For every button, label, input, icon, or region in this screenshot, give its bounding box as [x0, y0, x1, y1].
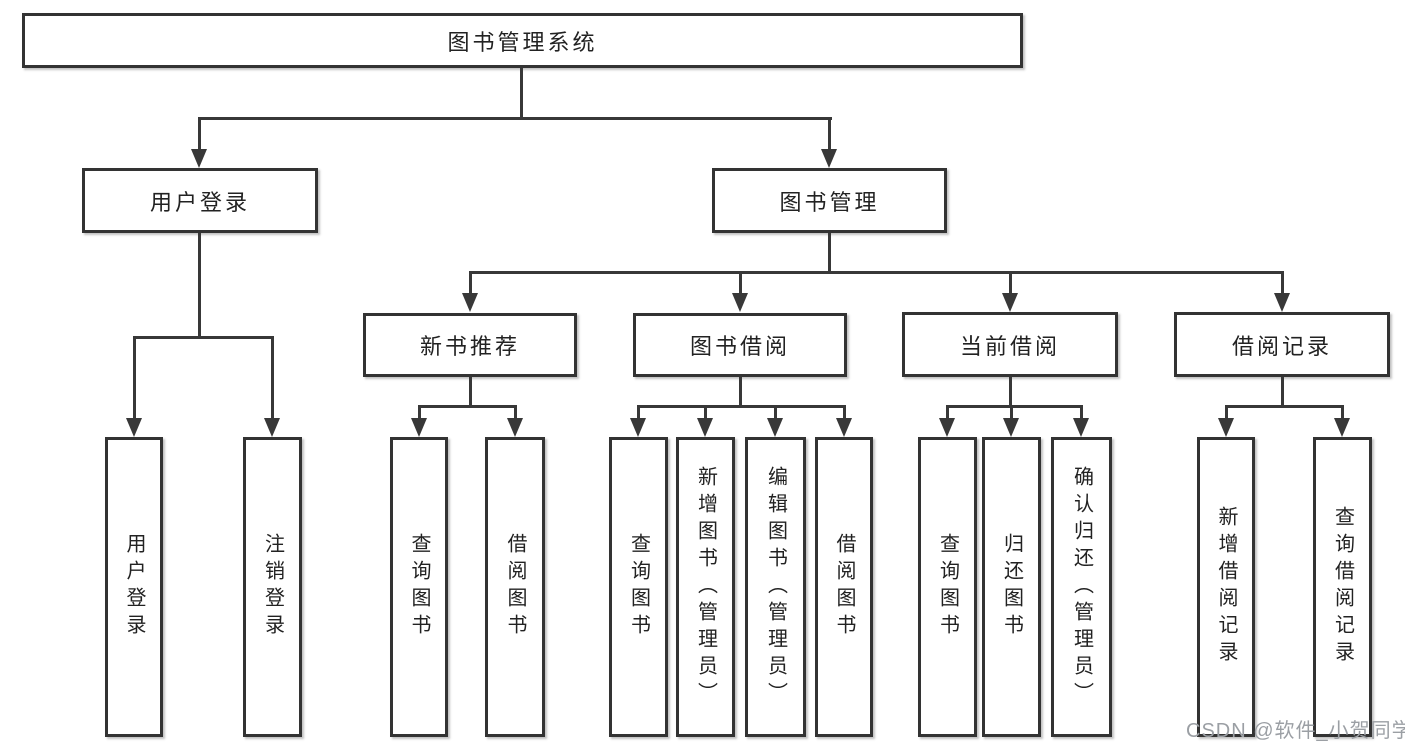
connector-line [469, 271, 472, 296]
node-label: 新增借阅记录 [1215, 506, 1237, 668]
connector-line [843, 405, 846, 421]
arrow-down-icon [732, 293, 748, 312]
node-label: 查询图书 [627, 533, 650, 641]
leaf-edit-book-admin: 编辑图书（管理员） [745, 437, 806, 737]
node-new-book-recommend: 新书推荐 [363, 313, 577, 377]
connector-line [704, 405, 707, 421]
arrow-down-icon [939, 418, 955, 437]
connector-line [1225, 405, 1228, 421]
arrow-down-icon [836, 418, 852, 437]
arrow-down-icon [1073, 418, 1089, 437]
arrow-down-icon [630, 418, 646, 437]
connector-line [198, 117, 201, 152]
arrow-down-icon [1274, 293, 1290, 312]
connector-line [133, 336, 136, 421]
connector-line [1009, 271, 1012, 296]
connector-line [1341, 405, 1344, 421]
connector-line [946, 405, 1083, 408]
connector-line [271, 336, 274, 421]
connector-line [739, 271, 742, 296]
node-label: 借阅图书 [833, 533, 855, 641]
arrow-down-icon [1334, 418, 1350, 437]
connector-line [520, 68, 523, 119]
node-label: 当前借阅 [959, 333, 1060, 359]
leaf-query-books-recommend: 查询图书 [390, 437, 448, 737]
leaf-user-login: 用户登录 [105, 437, 163, 737]
node-label: 用户登录 [149, 189, 250, 215]
arrow-down-icon [1002, 293, 1018, 312]
leaf-confirm-return-admin: 确认归还（管理员） [1051, 437, 1112, 737]
connector-line [418, 405, 517, 408]
node-label: 借阅记录 [1231, 333, 1332, 359]
node-label: 查询借阅记录 [1331, 506, 1354, 668]
node-label: 图书借阅 [689, 334, 790, 359]
connector-line [418, 405, 421, 421]
arrow-down-icon [1003, 418, 1019, 437]
connector-line [739, 377, 742, 408]
connector-line [133, 336, 274, 339]
arrow-down-icon [1218, 418, 1234, 437]
connector-line [469, 377, 472, 408]
leaf-query-books-borrowing: 查询图书 [609, 437, 668, 737]
connector-line [198, 233, 201, 339]
leaf-borrow-books-recommend: 借阅图书 [485, 437, 545, 737]
node-label: 确认归还（管理员） [1070, 465, 1093, 709]
arrow-down-icon [507, 418, 523, 437]
connector-line [1009, 377, 1012, 408]
node-library-management-system: 图书管理系统 [22, 13, 1023, 68]
connector-line [946, 405, 949, 421]
arrow-down-icon [767, 418, 783, 437]
connector-line [1281, 271, 1284, 296]
connector-line [637, 405, 640, 421]
node-label: 编辑图书（管理员） [764, 465, 787, 709]
node-label: 查询图书 [408, 533, 430, 641]
connector-line [1080, 405, 1083, 421]
node-label: 图书管理系统 [447, 29, 598, 55]
node-book-management: 图书管理 [712, 168, 947, 233]
node-current-borrowing: 当前借阅 [902, 312, 1118, 377]
arrow-down-icon [462, 293, 478, 312]
connector-line [637, 405, 846, 408]
arrow-down-icon [697, 418, 713, 437]
node-label: 归还图书 [1000, 533, 1023, 641]
leaf-add-book-admin: 新增图书（管理员） [676, 437, 735, 737]
arrow-down-icon [191, 149, 207, 168]
node-label: 注销登录 [261, 533, 284, 641]
node-label: 新书推荐 [419, 334, 520, 359]
connector-line [828, 117, 831, 152]
node-label: 用户登录 [123, 533, 145, 641]
connector-line [469, 271, 1283, 274]
connector-line [1010, 405, 1013, 421]
leaf-add-borrow-record: 新增借阅记录 [1197, 437, 1255, 737]
node-label: 查询图书 [936, 533, 959, 641]
node-borrowing-records: 借阅记录 [1174, 312, 1390, 377]
arrow-down-icon [821, 149, 837, 168]
connector-line [514, 405, 517, 421]
connector-line [774, 405, 777, 421]
connector-line [828, 233, 831, 274]
leaf-query-books-current: 查询图书 [918, 437, 977, 737]
leaf-logout: 注销登录 [243, 437, 302, 737]
arrow-down-icon [411, 418, 427, 437]
connector-line [1281, 377, 1284, 408]
leaf-query-borrow-record: 查询借阅记录 [1313, 437, 1372, 737]
leaf-borrow-books: 借阅图书 [815, 437, 873, 737]
node-label: 新增图书（管理员） [694, 465, 717, 709]
csdn-watermark: CSDN @软件_小贺同学 [1186, 720, 1405, 742]
arrow-down-icon [264, 418, 280, 437]
node-user-login: 用户登录 [82, 168, 318, 233]
node-book-borrowing: 图书借阅 [633, 313, 847, 377]
arrow-down-icon [126, 418, 142, 437]
connector-line [198, 117, 832, 120]
connector-line [1225, 405, 1344, 408]
node-label: 借阅图书 [504, 533, 526, 641]
node-label: 图书管理 [779, 189, 880, 215]
leaf-return-books: 归还图书 [982, 437, 1041, 737]
